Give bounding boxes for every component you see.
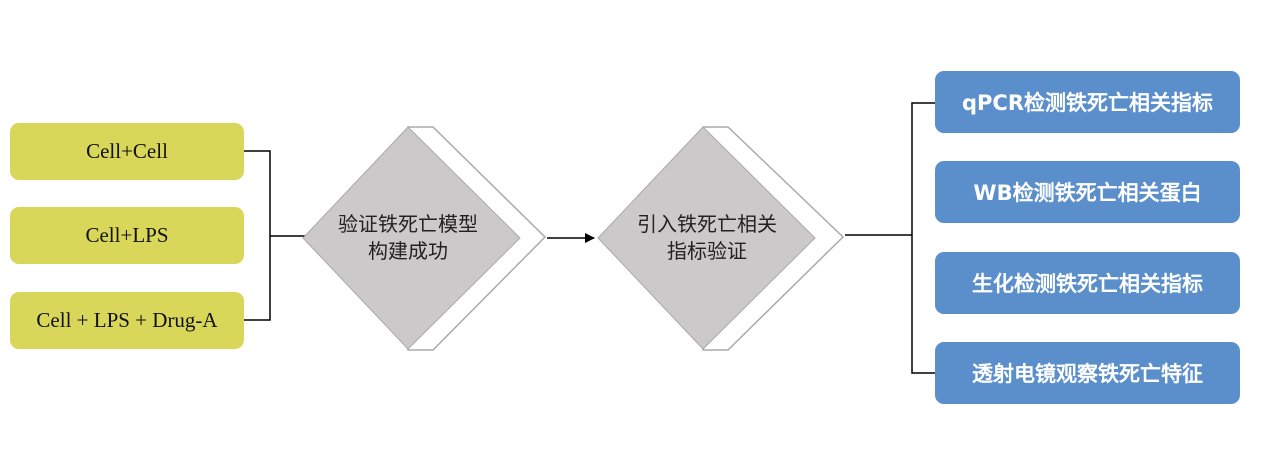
step2-label-line2: 指标验证 <box>667 239 747 263</box>
step1-label-line2: 构建成功 <box>368 239 448 263</box>
step1-label: 验证铁死亡模型 构建成功 <box>318 211 498 265</box>
output-box-biochem: 生化检测铁死亡相关指标 <box>935 252 1240 314</box>
output-label: 生化检测铁死亡相关指标 <box>972 272 1203 296</box>
input-label: Cell+LPS <box>85 223 169 247</box>
output-label: WB检测铁死亡相关蛋白 <box>973 181 1202 205</box>
step1-label-line1: 验证铁死亡模型 <box>338 212 478 236</box>
step2-label: 引入铁死亡相关 指标验证 <box>612 211 802 265</box>
input-label: Cell + LPS + Drug-A <box>36 308 218 332</box>
step2-label-line1: 引入铁死亡相关 <box>637 212 777 236</box>
step1-diamond <box>302 126 521 350</box>
step2-diamond <box>597 126 816 350</box>
input-label: Cell+Cell <box>86 139 168 163</box>
output-box-tem: 透射电镜观察铁死亡特征 <box>935 342 1240 404</box>
input-box-cell-lps: Cell+LPS <box>10 207 244 264</box>
output-box-qpcr: qPCR检测铁死亡相关指标 <box>935 71 1240 133</box>
input-box-cell-lps-drug: Cell + LPS + Drug-A <box>10 292 244 349</box>
input-bracket-connector <box>244 150 271 321</box>
output-label: qPCR检测铁死亡相关指标 <box>961 91 1213 115</box>
output-label: 透射电镜观察铁死亡特征 <box>972 362 1203 386</box>
output-box-wb: WB检测铁死亡相关蛋白 <box>935 161 1240 223</box>
input-box-cell-cell: Cell+Cell <box>10 123 244 180</box>
output-bracket-connector <box>911 102 936 374</box>
